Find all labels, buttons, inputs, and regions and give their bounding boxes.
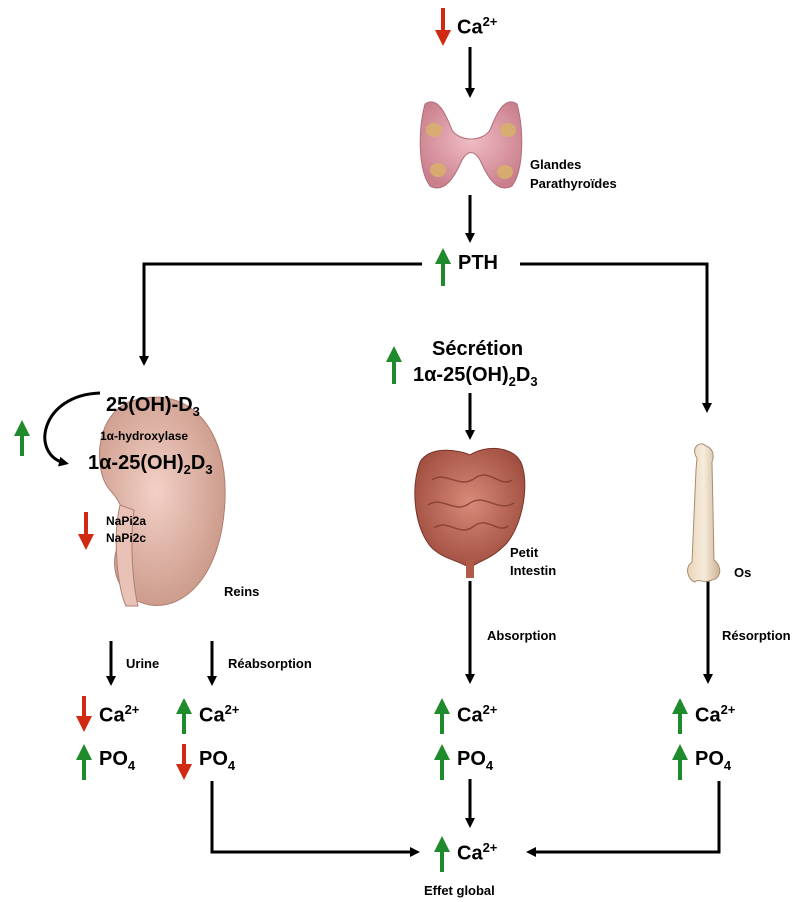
up-arrow-bone-ca bbox=[672, 698, 688, 734]
down-arrow-top-ca bbox=[435, 8, 451, 46]
up-arrow-global-ca bbox=[434, 836, 450, 872]
up-arrow-secretion bbox=[386, 346, 402, 384]
down-arrow-reabs-po4 bbox=[176, 744, 192, 780]
bone-po4-label: PO4 bbox=[695, 748, 731, 773]
bone-image bbox=[688, 444, 720, 582]
reabsorption-label: Réabsorption bbox=[228, 656, 312, 671]
kidney-precursor: 25(OH)-D3 bbox=[106, 394, 200, 419]
intestine-image bbox=[415, 448, 525, 578]
os-label: Os bbox=[734, 565, 751, 580]
down-arrow-urine-ca bbox=[76, 696, 92, 732]
effet-global-label: Effet global bbox=[424, 883, 495, 898]
glands-label-line2: Parathyroïdes bbox=[530, 176, 617, 191]
urine-label: Urine bbox=[126, 656, 159, 671]
up-arrow-intestine-po4 bbox=[434, 744, 450, 780]
intestine-ca-label: Ca2+ bbox=[457, 702, 497, 728]
down-arrow-napi bbox=[78, 512, 94, 550]
secretion-hormone: 1α-25(OH)2D3 bbox=[413, 364, 538, 389]
pth-label: PTH bbox=[458, 252, 498, 275]
up-arrow-intestine-ca bbox=[434, 698, 450, 734]
reabs-ca-label: Ca2+ bbox=[199, 702, 239, 728]
up-arrow-pth bbox=[435, 248, 451, 286]
bone-ca-label: Ca2+ bbox=[695, 702, 735, 728]
resorption-label: Résorption bbox=[722, 628, 791, 643]
top-ca-label: Ca2+ bbox=[457, 14, 497, 40]
urine-ca-label: Ca2+ bbox=[99, 702, 139, 728]
intestine-po4-label: PO4 bbox=[457, 748, 493, 773]
up-arrow-bone-po4 bbox=[672, 744, 688, 780]
global-ca-label: Ca2+ bbox=[457, 840, 497, 866]
reabs-po4-label: PO4 bbox=[199, 748, 235, 773]
kidney-enzyme: 1α-hydroxylase bbox=[100, 429, 188, 443]
up-arrow-reabs-ca bbox=[176, 698, 192, 734]
arrow-bone-to-global bbox=[530, 781, 719, 852]
glands-label-line1: Glandes bbox=[530, 157, 581, 172]
absorption-label: Absorption bbox=[487, 628, 556, 643]
intestine-label-line1: Petit bbox=[510, 545, 538, 560]
reins-label: Reins bbox=[224, 584, 259, 599]
kidney-product: 1α-25(OH)2D3 bbox=[88, 452, 213, 477]
secretion-title: Sécrétion bbox=[432, 338, 523, 361]
urine-po4-label: PO4 bbox=[99, 748, 135, 773]
napi2c-label: NaPi2c bbox=[106, 531, 146, 545]
up-arrow-urine-po4 bbox=[76, 744, 92, 780]
up-arrow-hydroxylase bbox=[14, 420, 30, 456]
napi2a-label: NaPi2a bbox=[106, 514, 146, 528]
arrow-pth-to-bone bbox=[520, 264, 707, 409]
intestine-label-line2: Intestin bbox=[510, 563, 556, 578]
arrow-pth-to-kidney bbox=[144, 264, 422, 362]
arrow-kidney-to-global bbox=[212, 781, 416, 852]
parathyroid-glands-image bbox=[420, 102, 521, 188]
